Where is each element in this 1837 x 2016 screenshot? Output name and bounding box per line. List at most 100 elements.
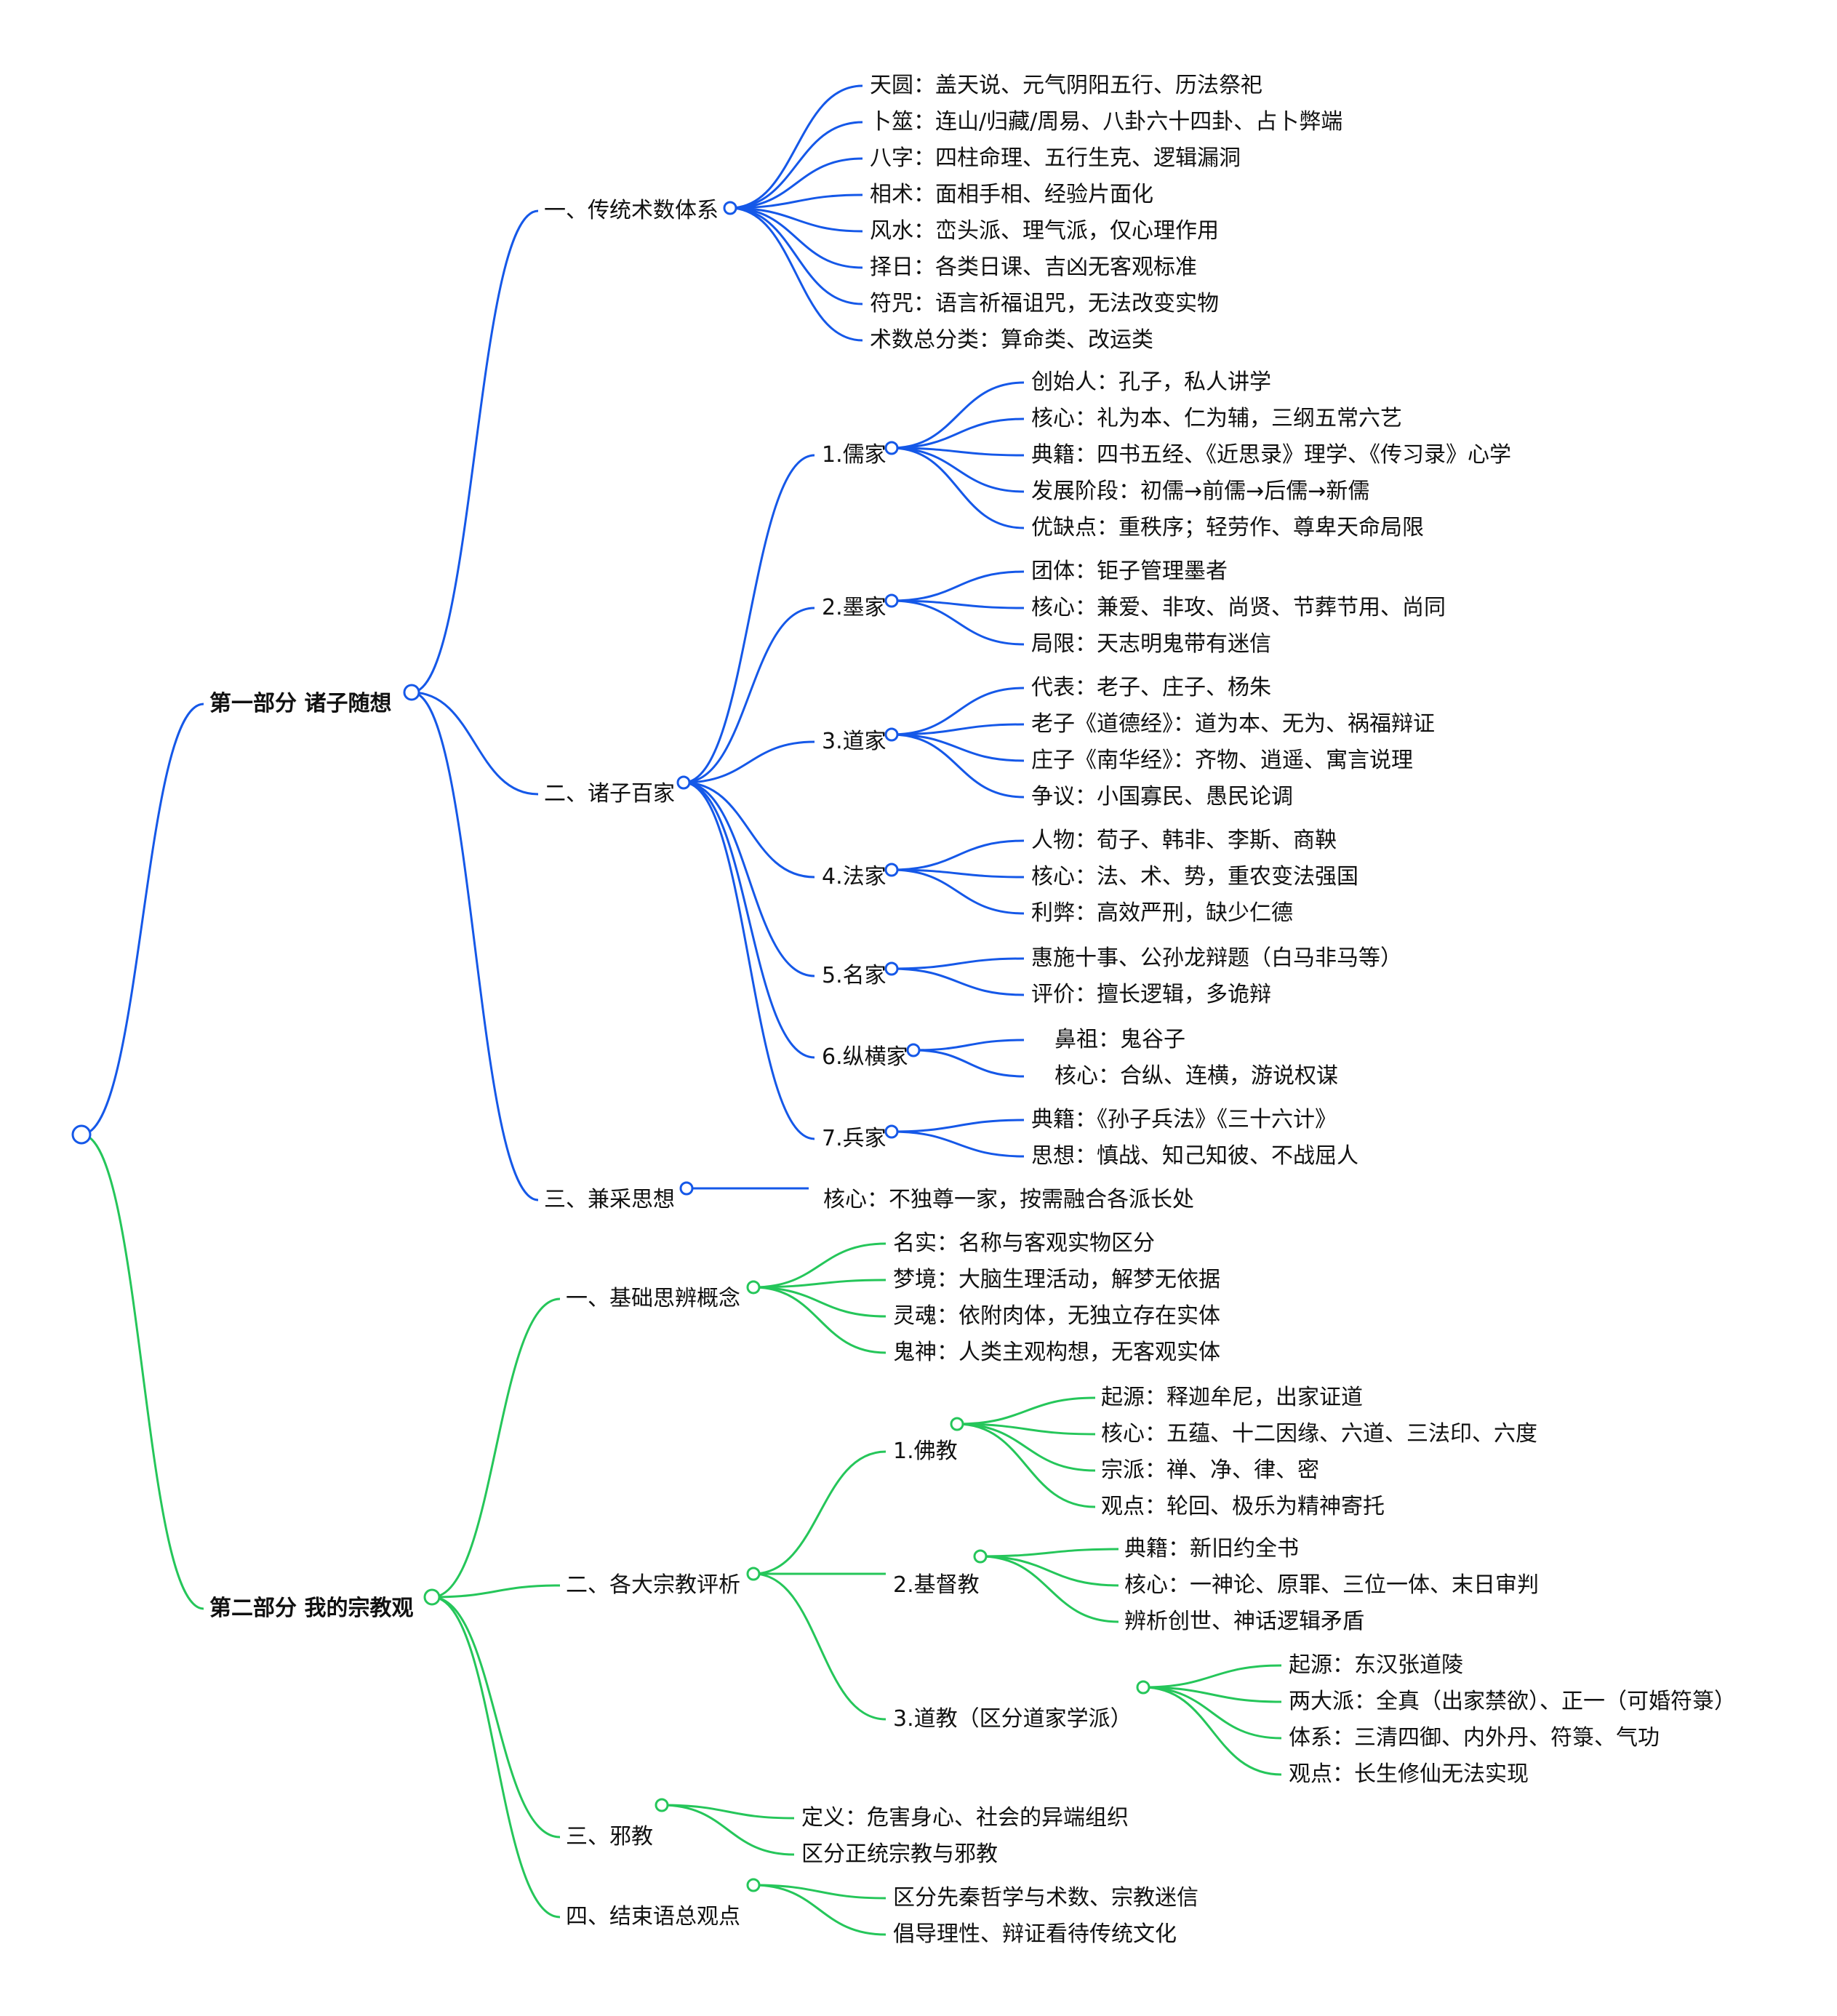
school-item[interactable]: 利弊：高效严刑，缺少仁德	[1031, 900, 1293, 926]
s1-item[interactable]: 符咒：语言祈福诅咒，无法改变实物	[870, 291, 1219, 316]
section-knob[interactable]	[746, 1567, 761, 1581]
school-item[interactable]: 鼻祖：鬼谷子	[1054, 1027, 1185, 1052]
school-item[interactable]: 典籍：《孙子兵法》《三十六计》	[1031, 1107, 1337, 1132]
religion-christianity[interactable]: 2.基督教	[893, 1572, 980, 1598]
school-mo[interactable]: 2.墨家	[822, 595, 887, 620]
s1-item[interactable]: 术数总分类：算命类、改运类	[870, 327, 1153, 353]
school-zongheng[interactable]: 6.纵横家	[822, 1044, 908, 1070]
concept-item[interactable]: 梦境：大脑生理活动，解梦无依据	[893, 1267, 1220, 1292]
section-knob[interactable]	[655, 1798, 669, 1812]
school-item[interactable]: 局限：天志明鬼带有迷信	[1031, 631, 1271, 657]
school-item[interactable]: 评价：擅长逻辑，多诡辩	[1031, 982, 1271, 1007]
s1-item[interactable]: 天圆：盖天说、元气阴阳五行、历法祭祀	[870, 73, 1262, 98]
religion-item[interactable]: 核心：五蕴、十二因缘、六道、三法印、六度	[1101, 1421, 1537, 1447]
religion-item[interactable]: 典籍：新旧约全书	[1124, 1536, 1299, 1561]
religion-item[interactable]: 两大派：全真（出家禁欲）、正一（可婚符箓）	[1289, 1689, 1736, 1714]
school-fa[interactable]: 4.法家	[822, 864, 887, 889]
school-knob[interactable]	[884, 727, 899, 742]
religion-item[interactable]: 起源：释迦牟尼，出家证道	[1101, 1385, 1363, 1410]
part1-s3-title[interactable]: 三、兼采思想	[544, 1187, 675, 1212]
cult-item[interactable]: 定义：危害身心、社会的异端组织	[801, 1805, 1129, 1831]
branch-connector	[683, 607, 815, 784]
school-item[interactable]: 核心：兼爱、非攻、尚贤、节葬节用、尚同	[1031, 595, 1446, 620]
religion-item[interactable]: 观点：轮回、极乐为精神寄托	[1101, 1494, 1385, 1519]
part1-knob[interactable]	[403, 684, 420, 701]
s1-item[interactable]: 八字：四柱命理、五行生克、逻辑漏洞	[870, 145, 1241, 171]
school-item[interactable]: 核心：合纵、连横，游说权谋	[1054, 1063, 1338, 1089]
branch-connector	[753, 1884, 887, 1936]
s3-item[interactable]: 核心：不独尊一家，按需融合各派长处	[823, 1187, 1194, 1212]
s1-item[interactable]: 择日：各类日课、吉凶无客观标准	[870, 255, 1197, 280]
part2-s3-title[interactable]: 三、邪教	[566, 1824, 653, 1849]
school-dao[interactable]: 3.道家	[822, 729, 887, 754]
school-item[interactable]: 惠施十事、公孙龙辩题（白马非马等）	[1031, 945, 1402, 971]
religion-taoism[interactable]: 3.道教（区分道家学派）	[893, 1706, 1132, 1732]
religion-item[interactable]: 核心：一神论、原罪、三位一体、末日审判	[1124, 1572, 1539, 1598]
religion-item[interactable]: 起源：东汉张道陵	[1289, 1652, 1463, 1678]
part2-s4-title[interactable]: 四、结束语总观点	[566, 1904, 740, 1929]
school-item[interactable]: 团体：钜子管理墨者	[1031, 559, 1228, 584]
school-item[interactable]: 发展阶段：初儒→前儒→后儒→新儒	[1031, 479, 1370, 504]
school-knob[interactable]	[884, 441, 899, 455]
school-item[interactable]: 优缺点：重秩序；轻劳作、尊卑天命局限	[1031, 515, 1424, 540]
school-item[interactable]: 核心：礼为本、仁为辅，三纲五常六艺	[1031, 406, 1402, 431]
school-item[interactable]: 人物：荀子、韩非、李斯、商鞅	[1031, 828, 1337, 853]
school-knob[interactable]	[884, 593, 899, 608]
part2-s2-title[interactable]: 二、各大宗教评析	[566, 1572, 740, 1598]
school-item[interactable]: 典籍：四书五经、《近思录》理学、《传习录》心学	[1031, 442, 1511, 468]
conclusion-item[interactable]: 区分先秦哲学与术数、宗教迷信	[893, 1885, 1198, 1911]
branch-connector	[729, 207, 863, 305]
religion-buddhism[interactable]: 1.佛教	[893, 1439, 958, 1464]
religion-item[interactable]: 观点：长生修仙无法实现	[1289, 1761, 1529, 1787]
part2-title[interactable]: 第二部分 我的宗教观	[209, 1596, 414, 1621]
school-item[interactable]: 争议：小国寡民、愚民论调	[1031, 784, 1293, 809]
part1-s2-title[interactable]: 二、诸子百家	[544, 781, 675, 807]
religion-item[interactable]: 体系：三清四御、内外丹、符箓、气功	[1289, 1725, 1660, 1751]
school-item[interactable]: 老子《道德经》：道为本、无为、祸福辩证	[1031, 711, 1435, 737]
s1-item[interactable]: 相术：面相手相、经验片面化	[870, 182, 1153, 207]
concept-item[interactable]: 鬼神：人类主观构想，无客观实体	[893, 1340, 1220, 1365]
religion-knob[interactable]	[950, 1417, 964, 1431]
section-knob[interactable]	[723, 201, 737, 215]
branch-connector	[956, 1423, 1096, 1508]
religion-knob[interactable]	[973, 1549, 988, 1564]
part1-s1-title[interactable]: 一、传统术数体系	[544, 198, 719, 223]
root-knob[interactable]	[71, 1124, 92, 1145]
conclusion-item[interactable]: 倡导理性、辩证看待传统文化	[893, 1921, 1177, 1947]
school-item[interactable]: 思想：慎战、知己知彼、不战屈人	[1031, 1143, 1358, 1169]
s1-item[interactable]: 风水：峦头派、理气派，仅心理作用	[870, 218, 1219, 244]
branch-connector	[661, 1804, 795, 1856]
branch-connector	[683, 781, 815, 879]
branch-connector	[1142, 1686, 1282, 1776]
school-item[interactable]: 核心：法、术、势，重农变法强国	[1031, 864, 1358, 889]
religion-item[interactable]: 宗派：禅、净、律、密	[1101, 1457, 1319, 1483]
section-knob[interactable]	[679, 1181, 694, 1196]
school-knob[interactable]	[884, 1124, 899, 1139]
part2-s1-title[interactable]: 一、基础思辨概念	[566, 1286, 740, 1311]
part2-knob[interactable]	[423, 1588, 441, 1606]
branch-connector	[729, 207, 863, 269]
concept-item[interactable]: 灵魂：依附肉体，无独立存在实体	[893, 1303, 1220, 1329]
school-item[interactable]: 庄子《南华经》：齐物、逍遥、寓言说理	[1031, 748, 1413, 773]
branch-connector	[891, 868, 1025, 879]
branch-connector	[753, 1242, 887, 1289]
branch-connector	[891, 1119, 1025, 1133]
branch-connector	[891, 733, 1025, 762]
school-ru[interactable]: 1.儒家	[822, 442, 887, 468]
concept-item[interactable]: 名实：名称与客观实物区分	[893, 1231, 1155, 1256]
section-knob[interactable]	[676, 775, 691, 790]
part1-title[interactable]: 第一部分 诸子随想	[209, 691, 392, 716]
cult-item[interactable]: 区分正统宗教与邪教	[801, 1841, 998, 1867]
school-item[interactable]: 创始人：孔子，私人讲学	[1031, 369, 1271, 395]
school-ming[interactable]: 5.名家	[822, 963, 887, 988]
section-knob[interactable]	[746, 1280, 761, 1295]
s1-item[interactable]: 卜筮：连山/归藏/周易、八卦六十四卦、占卜弊端	[870, 109, 1343, 135]
school-bing[interactable]: 7.兵家	[822, 1126, 887, 1151]
school-item[interactable]: 代表：老子、庄子、杨朱	[1031, 675, 1271, 700]
religion-item[interactable]: 辨析创世、神话逻辑矛盾	[1124, 1609, 1364, 1634]
section-knob[interactable]	[746, 1878, 761, 1892]
school-knob[interactable]	[884, 961, 899, 976]
school-knob[interactable]	[884, 863, 899, 877]
school-knob[interactable]	[906, 1043, 921, 1057]
religion-knob[interactable]	[1136, 1680, 1150, 1695]
